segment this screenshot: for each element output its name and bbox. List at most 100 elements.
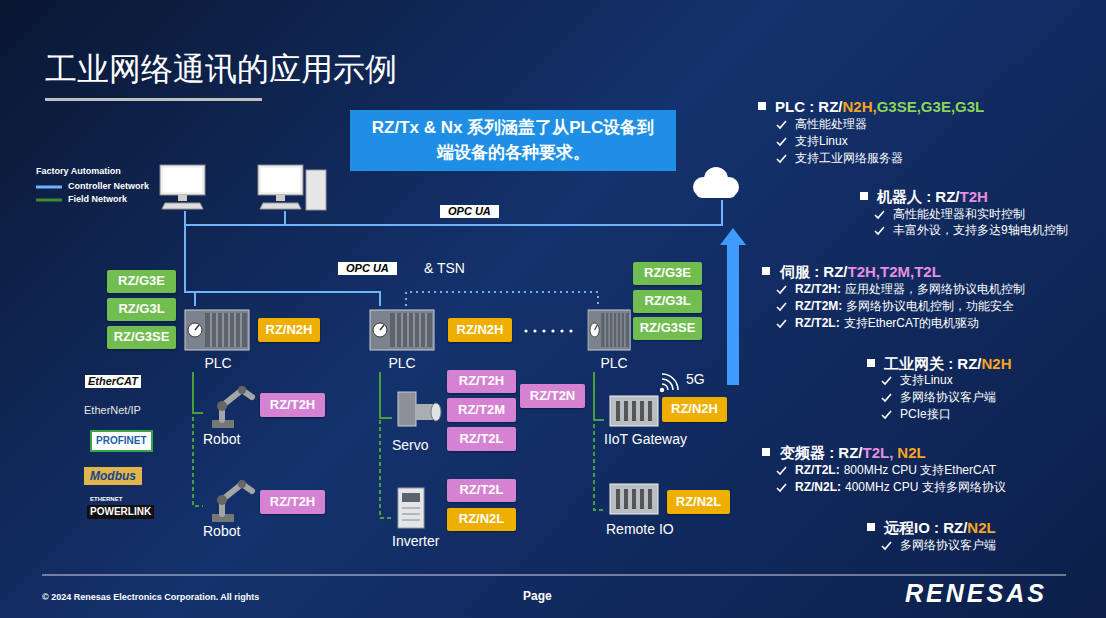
feature-line: 高性能处理器 xyxy=(795,117,867,131)
label-text: 机器人 : RZ/ xyxy=(877,188,960,205)
footer-text: RENESAS xyxy=(905,578,1047,608)
robot-icon xyxy=(212,386,252,428)
chip-box: RZ/T2H xyxy=(447,370,516,393)
feature-line: RZ/T2M:多网络协议电机控制，功能安全 xyxy=(795,299,1014,313)
chip-box: RZ/T2H xyxy=(260,393,325,417)
device-label: PLC xyxy=(366,355,438,372)
chip-box: RZ/N2L xyxy=(447,508,516,531)
device-label: Servo xyxy=(392,437,429,454)
callout-text: RZ/Tx & Nx 系列涵盖了从PLC设备到端设备的各种要求。 xyxy=(368,116,658,165)
device-label: PLC xyxy=(586,355,642,372)
title-underline xyxy=(45,98,262,101)
label-text: 多网络协议客户端 xyxy=(900,538,996,552)
feature-line: 变频器 : RZ/T2L,N2L xyxy=(780,444,926,462)
chip-name: RZ/G3E xyxy=(644,266,691,280)
label-text: Page xyxy=(523,589,552,603)
label-text: RENESAS xyxy=(905,579,1047,607)
network-label: 5G xyxy=(686,371,705,388)
legend-title: Factory Automation xyxy=(36,166,121,177)
computer-icon xyxy=(160,165,205,209)
footer-text: Page xyxy=(523,589,552,603)
device-label: IIoT Gateway xyxy=(604,431,687,448)
chip-box: RZ/N2H xyxy=(448,318,512,342)
plc-icon xyxy=(370,310,434,350)
protocol-logo: OPC UA xyxy=(440,205,499,218)
servo-icon xyxy=(398,392,441,426)
callout-box: RZ/Tx & Nx 系列涵盖了从PLC设备到端设备的各种要求。 xyxy=(350,110,676,171)
chip-name: RZ/G3L xyxy=(118,302,164,316)
label-text: N2H, xyxy=(843,98,877,115)
device-node: Inverter xyxy=(392,486,447,550)
feature-line: RZ/T2H:应用处理器，多网络协议电机控制 xyxy=(795,282,1025,296)
feature-line: PLC : RZ/N2H,G3SE,G3E,G3L xyxy=(775,98,984,116)
label-text: Factory Automation xyxy=(36,166,121,176)
label-text: 远程IO : RZ/ xyxy=(884,519,967,536)
label-text: Modbus xyxy=(90,469,136,483)
chip-box: RZ/G3SE xyxy=(107,326,176,349)
chip-name: RZ/T2L xyxy=(459,432,503,446)
label-text: T2L, xyxy=(863,444,894,461)
chip-box: RZ/G3L xyxy=(107,298,176,321)
chip-name: RZ/N2H xyxy=(457,323,504,337)
label-text: 400MHz CPU 支持多网络协议 xyxy=(845,480,1006,494)
device-label: Robot xyxy=(203,523,240,540)
device-label: Robot xyxy=(203,431,240,448)
legend-sample xyxy=(36,186,62,189)
footer-rule xyxy=(42,575,1066,576)
chip-box: RZ/T2N xyxy=(520,384,585,408)
chip-name: RZ/N2H xyxy=(671,402,718,416)
label-text: 支持Linux xyxy=(900,373,953,387)
protocol-logo: EtherCAT xyxy=(85,375,141,388)
feature-line: PCIe接口 xyxy=(900,407,951,421)
field-network-link xyxy=(380,372,392,418)
chip-box: RZ/T2H xyxy=(260,490,325,514)
label-text: OPC UA xyxy=(448,205,491,217)
label-text: 变频器 : RZ/ xyxy=(780,444,863,461)
device-node: Servo xyxy=(392,382,444,454)
label-text: EtherCAT xyxy=(88,375,138,387)
label-text: N2H xyxy=(982,355,1012,372)
feature-line: RZ/T2L:800MHz CPU 支持EtherCAT xyxy=(795,463,996,477)
label-text: 支持EtherCAT的电机驱动 xyxy=(844,316,980,330)
legend-text: Controller Network xyxy=(68,181,149,192)
chip-box: RZ/N2H xyxy=(258,318,320,342)
protocol-logo: OPC UA xyxy=(338,262,397,275)
label-text: G3SE,G3E,G3L xyxy=(877,98,985,115)
device-label: Remote IO xyxy=(606,521,674,538)
field-network-link xyxy=(193,413,203,506)
device-label: Inverter xyxy=(392,533,439,550)
device-node: PLC xyxy=(586,306,642,372)
label-text: 支持Linux xyxy=(795,134,848,148)
chip-name: RZ/T2N xyxy=(530,389,576,403)
field-network-link xyxy=(594,372,604,420)
chip-name: RZ/T2H xyxy=(270,495,316,509)
field-network-link xyxy=(193,372,203,413)
feature-line: RZ/T2L:支持EtherCAT的电机驱动 xyxy=(795,316,979,330)
legend-text: Field Network xyxy=(68,194,127,205)
plc-icon xyxy=(588,310,630,350)
label-text: 多网络协议电机控制，功能安全 xyxy=(846,299,1014,313)
label-text: 丰富外设，支持多达9轴电机控制 xyxy=(893,223,1068,237)
ellipsis-dots xyxy=(524,329,572,332)
chip-box: RZ/G3E xyxy=(633,262,702,285)
plc-icon xyxy=(185,310,249,350)
label-text: 支持工业网络服务器 xyxy=(795,151,903,165)
label-text: ETHERNET xyxy=(90,496,122,502)
chip-name: RZ/G3L xyxy=(644,294,690,308)
label-text: 高性能处理器和实时控制 xyxy=(893,207,1025,221)
field-network-link xyxy=(380,418,392,518)
chip-name: RZ/N2L xyxy=(676,495,722,509)
wireless-icon xyxy=(661,374,679,392)
label-text: 伺服 : RZ/ xyxy=(780,263,848,280)
chip-box: RZ/G3SE xyxy=(633,317,702,340)
label-text: RZ/T2H: xyxy=(795,282,841,296)
chip-name: RZ/N2L xyxy=(459,512,505,526)
label-text: T2H xyxy=(960,188,988,205)
chip-box: RZ/T2L xyxy=(447,479,516,502)
feature-line: 机器人 : RZ/T2H xyxy=(877,188,988,206)
chip-name: RZ/G3E xyxy=(118,274,165,288)
feature-line: 多网络协议客户端 xyxy=(900,538,996,552)
robot-icon xyxy=(212,480,252,522)
label-text: RZ/N2L: xyxy=(795,480,841,494)
